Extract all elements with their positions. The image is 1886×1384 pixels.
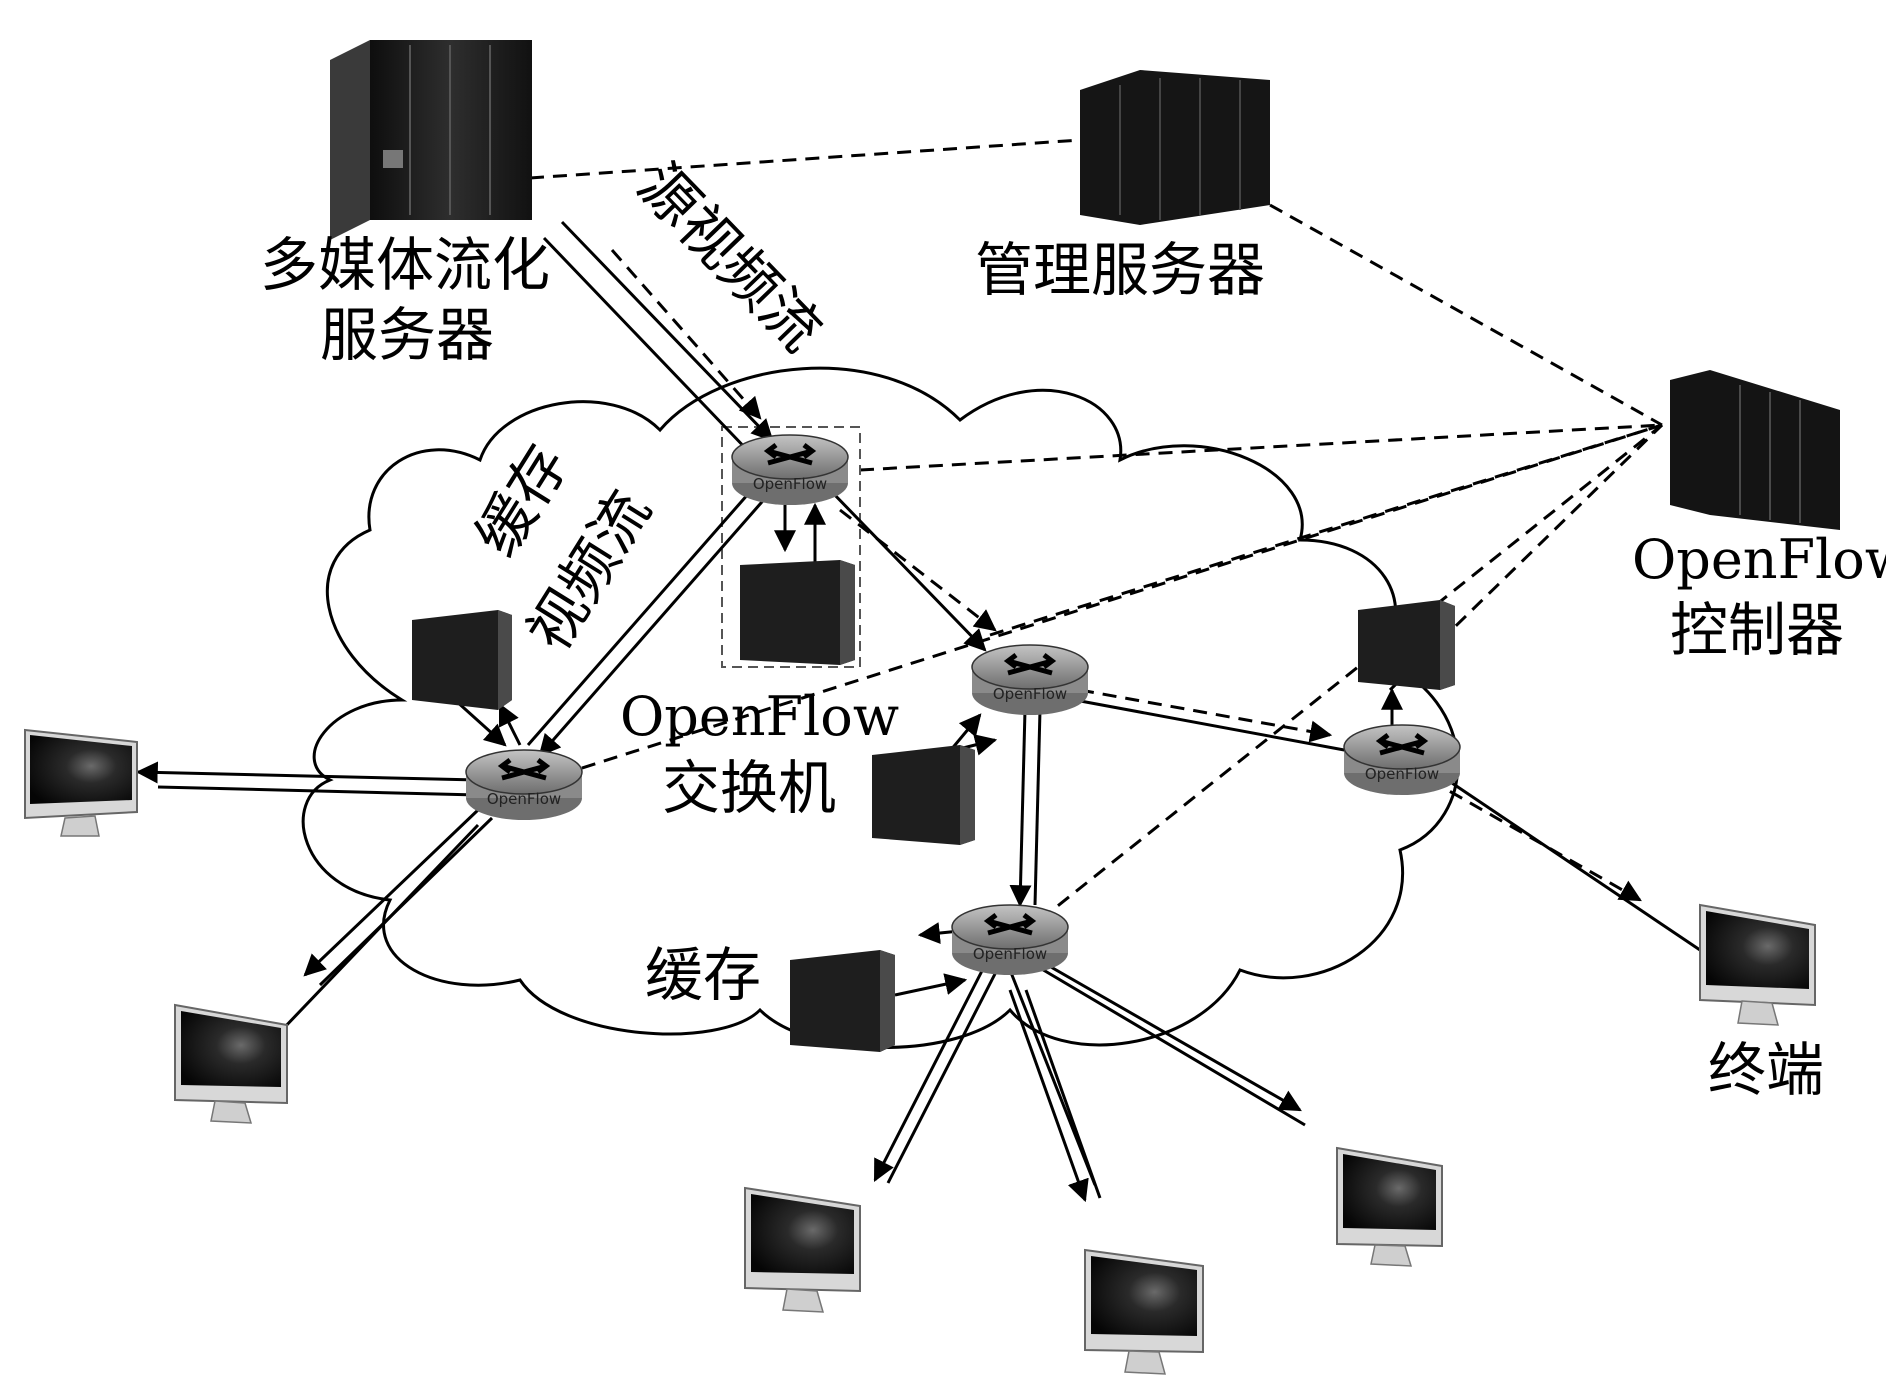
label-openflow-switch-line2: 交换机 bbox=[662, 754, 836, 822]
switch-right: OpenFlow bbox=[1343, 724, 1461, 795]
cache-box-left bbox=[412, 610, 512, 710]
switch-badge-bottom: OpenFlow bbox=[973, 945, 1047, 963]
management-server bbox=[1080, 70, 1270, 225]
cache-box-top bbox=[740, 560, 855, 665]
openflow-controller-server bbox=[1670, 370, 1840, 530]
label-openflow-controller-line1: OpenFlow bbox=[1632, 528, 1886, 591]
label-source-video-stream: 源视频流 bbox=[625, 150, 835, 364]
switch-badge-middle: OpenFlow bbox=[993, 685, 1067, 703]
switch-bottom: OpenFlow bbox=[951, 904, 1069, 975]
switch-middle: OpenFlow bbox=[971, 644, 1089, 715]
switch-badge-left: OpenFlow bbox=[487, 790, 561, 808]
cache-box-right bbox=[1358, 600, 1455, 690]
label-cache: 缓存 bbox=[645, 941, 761, 1009]
switch-highlight-box bbox=[721, 426, 861, 668]
label-multimedia-server-line1: 多媒体流化 bbox=[260, 231, 550, 299]
terminal-monitor-bottom-left bbox=[174, 1003, 288, 1124]
switch-badge-top: OpenFlow bbox=[753, 475, 827, 493]
terminal-monitor-right bbox=[1699, 903, 1816, 1026]
label-openflow-switch-line1: OpenFlow bbox=[620, 685, 899, 748]
terminal-monitor-bottom-2 bbox=[1084, 1248, 1204, 1375]
cache-box-bottom bbox=[790, 950, 895, 1052]
switch-top: OpenFlow bbox=[731, 434, 849, 505]
label-management-server: 管理服务器 bbox=[975, 236, 1265, 304]
cache-box-middle bbox=[872, 745, 975, 845]
switch-badge-right: OpenFlow bbox=[1365, 765, 1439, 783]
multimedia-streaming-server bbox=[330, 40, 532, 240]
label-openflow-controller-line2: 控制器 bbox=[1670, 596, 1844, 664]
label-multimedia-server-line2: 服务器 bbox=[320, 301, 494, 369]
terminal-monitor-left bbox=[24, 728, 138, 837]
terminal-monitor-bottom-3 bbox=[1336, 1146, 1443, 1267]
terminal-monitor-bottom-1 bbox=[744, 1186, 861, 1313]
switch-left: OpenFlow bbox=[465, 749, 583, 820]
label-terminal: 终端 bbox=[1708, 1036, 1824, 1104]
